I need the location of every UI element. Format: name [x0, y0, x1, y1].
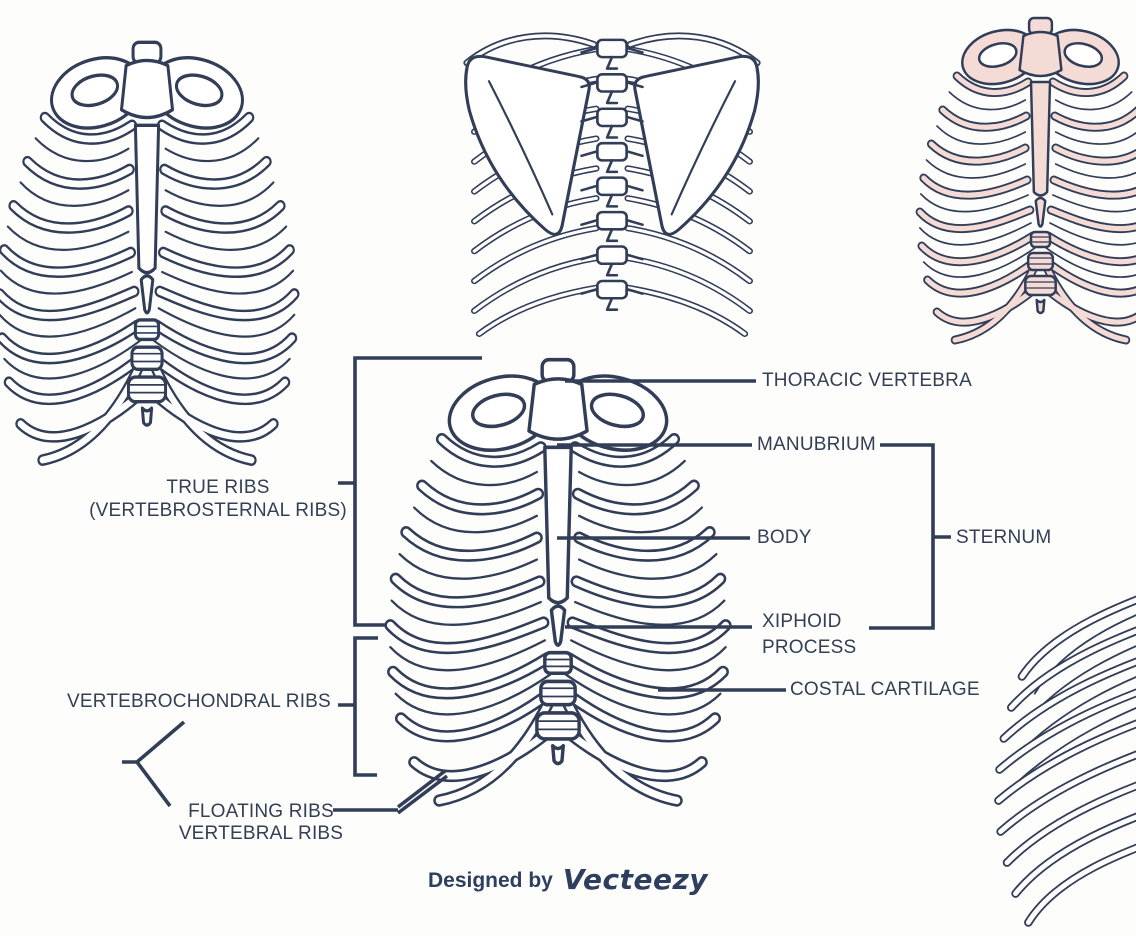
- label-floating-ribs: FLOATING RIBS VERTEBRAL RIBS: [165, 801, 357, 845]
- connector-false-ribs: [122, 720, 186, 808]
- label-body: BODY: [757, 527, 812, 548]
- label-floating-ribs-line2: VERTEBRAL RIBS: [178, 823, 344, 844]
- label-true-ribs-line2: (VERTEBROSTERNAL RIBS): [89, 500, 347, 521]
- label-xiphoid-process: XIPHOID PROCESS: [762, 609, 856, 661]
- label-costal-cartilage: COSTAL CARTILAGE: [790, 679, 980, 700]
- label-xiphoid-line1: XIPHOID: [762, 611, 842, 632]
- label-xiphoid-line2: PROCESS: [762, 637, 857, 658]
- label-thoracic-vertebra: THORACIC VERTEBRA: [762, 370, 972, 391]
- ribcage-front-view-illustration: [0, 0, 321, 525]
- ribcage-front-view-pink-illustration: [898, 0, 1136, 390]
- ribcage-posterior-view-illustration: [411, 10, 813, 343]
- label-true-ribs-line1: TRUE RIBS: [166, 477, 270, 498]
- ribcage-labeled-illustration: [360, 294, 756, 869]
- credit-line: Designed by Vecteezy: [0, 863, 1136, 896]
- credit-prefix: Designed by: [427, 869, 553, 892]
- ribcage-lateral-view-illustration: [960, 561, 1136, 936]
- vecteezy-logo: Vecteezy: [562, 863, 708, 896]
- label-vertebrochondral-ribs: VERTEBROCHONDRAL RIBS: [67, 691, 331, 712]
- label-manubrium: MANUBRIUM: [757, 434, 876, 455]
- label-sternum: STERNUM: [956, 527, 1052, 548]
- label-floating-ribs-line1: FLOATING RIBS: [188, 801, 334, 822]
- bracket-sternum: [869, 443, 935, 630]
- label-true-ribs: TRUE RIBS (VERTEBROSTERNAL RIBS): [78, 476, 358, 522]
